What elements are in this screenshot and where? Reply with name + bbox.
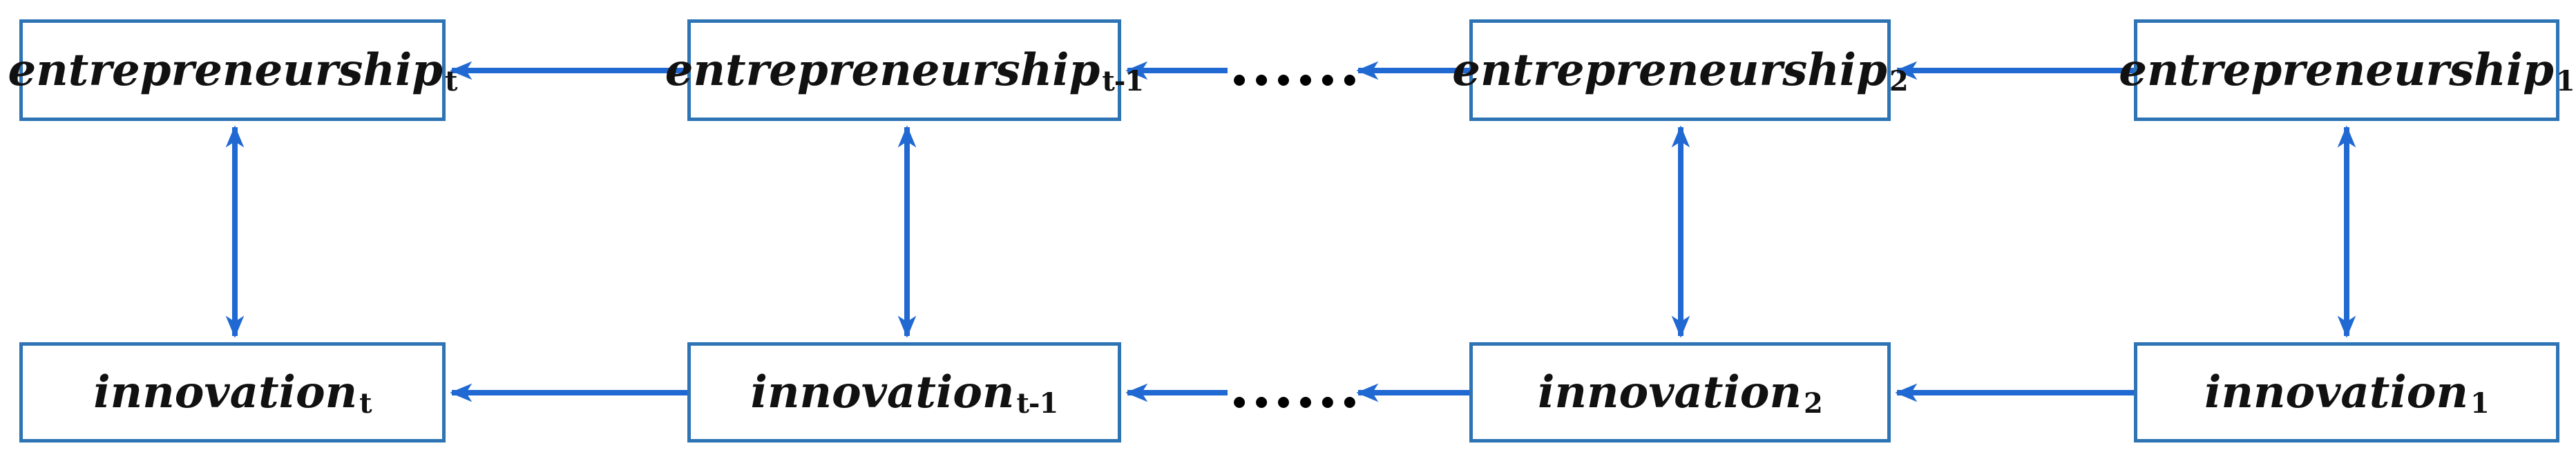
node-subscript: t-1: [1102, 65, 1144, 97]
ellipsis-bottom: ......: [1229, 352, 1362, 422]
node-subscript: 2: [1889, 65, 1909, 97]
node-subscript: 2: [1803, 387, 1823, 420]
node-subscript: t: [359, 387, 372, 420]
node-label: entrepreneurship: [1452, 44, 1887, 96]
node-label: innovation: [750, 366, 1015, 418]
node-label: entrepreneurship: [665, 44, 1100, 96]
node-subscript: 1: [2470, 387, 2490, 420]
node-subscript: t: [445, 65, 458, 97]
node-label: innovation: [1538, 366, 1802, 418]
node-label: innovation: [93, 366, 358, 418]
ellipsis-top: ......: [1229, 30, 1362, 100]
node-subscript: t-1: [1016, 387, 1058, 420]
node-label: innovation: [2204, 366, 2468, 418]
node-subscript: 1: [2555, 65, 2575, 97]
node-label: entrepreneurship: [2119, 44, 2554, 96]
node-label: entrepreneurship: [8, 44, 443, 96]
